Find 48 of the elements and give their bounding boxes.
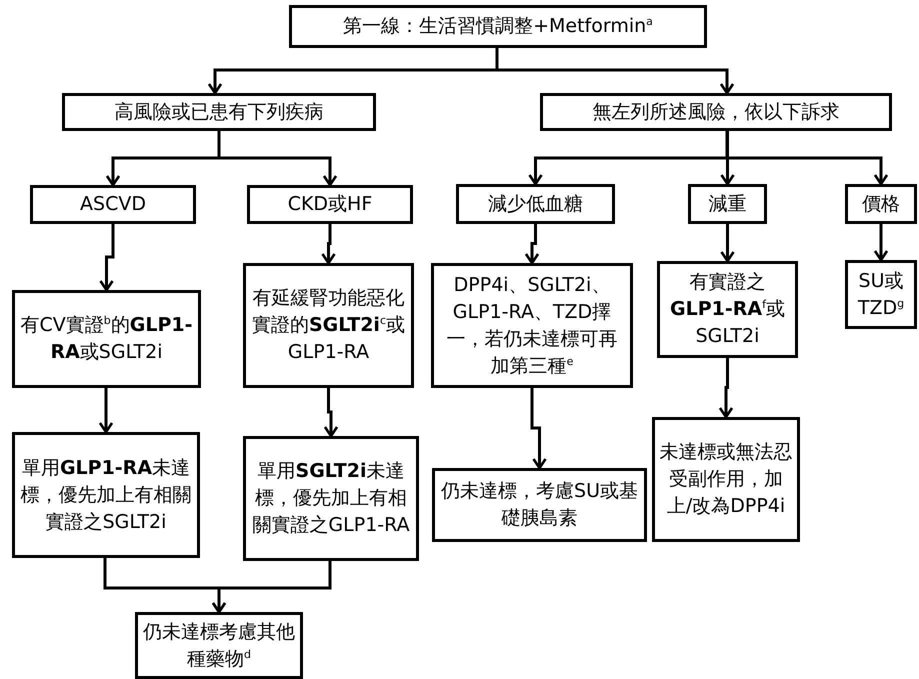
flow-box: [289, 5, 707, 48]
flow-box: [30, 185, 196, 224]
flow-box: [247, 185, 413, 224]
flow-box: [688, 184, 767, 224]
flow-box: [652, 417, 800, 542]
flow-box: [432, 468, 647, 542]
arrow: [718, 358, 734, 418]
flow-box: [845, 260, 917, 329]
arrow: [218, 131, 338, 186]
box-label: ASCVD: [80, 192, 146, 217]
box-label: 單用SGLT2i未達標，優先加上有相關實證之GLP1-RA: [251, 459, 411, 538]
box-label: CKD或HF: [288, 192, 372, 217]
box-label: 未達標或無法忍受副作用，加上/改為DPP4i: [659, 440, 793, 519]
arrow: [874, 224, 888, 262]
flow-box: [456, 184, 615, 224]
box-label: 高風險或已患有下列疾病: [114, 100, 324, 124]
flow-box: [243, 263, 414, 388]
box-label: 有延緩腎功能惡化實證的SGLT2i$^{c}$或GLP1-RA: [251, 286, 406, 365]
box-label: 有實證之GLP1-RA$^{f}$或SGLT2i: [669, 270, 786, 349]
arrow: [98, 388, 114, 434]
arrow: [324, 388, 338, 438]
flow-box: [540, 93, 892, 131]
arrow: [720, 224, 735, 262]
arrow: [530, 388, 547, 470]
arrow: [99, 224, 114, 292]
box-label: 無左列所述風險，依以下訴求: [592, 100, 840, 124]
flow-box: [845, 184, 917, 224]
box-label: 單用GLP1-RA未達標，優先加上有相關實證之SGLT2i: [20, 456, 192, 534]
arrow: [720, 131, 735, 186]
arrow: [321, 224, 336, 264]
flow-box: [62, 93, 376, 131]
box-label: SU或TZD$^{g}$: [856, 268, 906, 320]
box-label: 減重: [708, 192, 746, 216]
box-label: 有CV實證$^{b}$的GLP1-RA或SGLT2i: [20, 313, 194, 365]
flow-box: [12, 290, 201, 388]
arrow: [212, 561, 332, 614]
box-label: 仍未達標，考慮SU或基礎胰島素: [440, 479, 639, 531]
arrow: [524, 224, 540, 264]
flow-box: [243, 436, 419, 561]
box-label: 價格: [862, 192, 900, 216]
flow-box: [135, 612, 303, 679]
box-label: 第一線：生活習慣調整+Metformin$^{a}$: [343, 14, 653, 39]
flow-box: [431, 263, 633, 388]
flow-box: [12, 432, 200, 558]
flow-box: [657, 261, 798, 358]
box-label: DPP4i、SGLT2i、GLP1-RA、TZD擇一，若仍未達標可再加第三種$^{e}$: [446, 272, 618, 378]
box-label: 減少低血糖: [488, 192, 583, 216]
box-label: 仍未達標考慮其他種藥物$^{d}$: [142, 620, 296, 672]
